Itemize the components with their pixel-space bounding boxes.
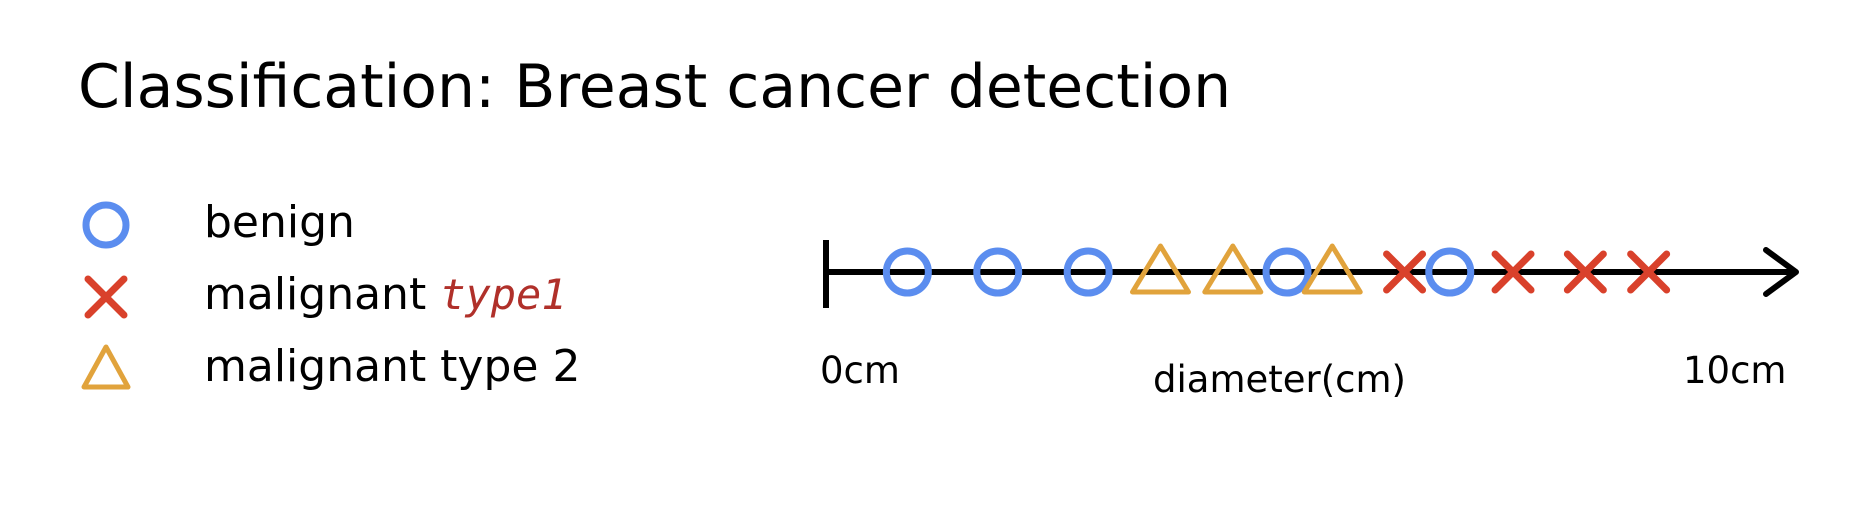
benign-point [1063, 247, 1113, 297]
handwritten-annotation: type1 [440, 270, 567, 319]
legend-item-benign: benign [80, 195, 780, 255]
malignant-type1-point [1383, 250, 1427, 294]
benign-point [1425, 247, 1475, 297]
x-axis-label: diameter(cm) [1153, 358, 1406, 401]
tick-label-end: 10cm [1683, 349, 1786, 392]
benign-point [1262, 247, 1312, 297]
legend-item-malignant-type2: malignant type 2 [80, 339, 780, 399]
legend-item-malignant-type1: malignant type1 [80, 267, 780, 327]
legend-label-malignant: malignant [204, 269, 427, 320]
malignant-type2-point [1202, 243, 1264, 295]
circle-icon [82, 201, 130, 249]
axis-arrow-icon [1763, 247, 1799, 297]
triangle-icon [81, 344, 131, 390]
benign-point [973, 247, 1023, 297]
legend-label-malignant-type2: malignant type 2 [204, 341, 581, 392]
cross-icon [84, 275, 128, 319]
legend-label-malignant-type1: malignant type1 [204, 267, 567, 323]
benign-point [882, 247, 932, 297]
tick-label-start: 0cm [820, 349, 900, 392]
malignant-type1-point [1563, 250, 1607, 294]
malignant-type1-point [1491, 250, 1535, 294]
malignant-type2-point [1301, 243, 1363, 295]
page-title: Classification: Breast cancer detection [78, 52, 1232, 122]
malignant-type2-point [1129, 243, 1191, 295]
data-marks [882, 243, 1671, 297]
malignant-type1-point [1627, 250, 1671, 294]
legend-label-benign: benign [204, 197, 355, 248]
